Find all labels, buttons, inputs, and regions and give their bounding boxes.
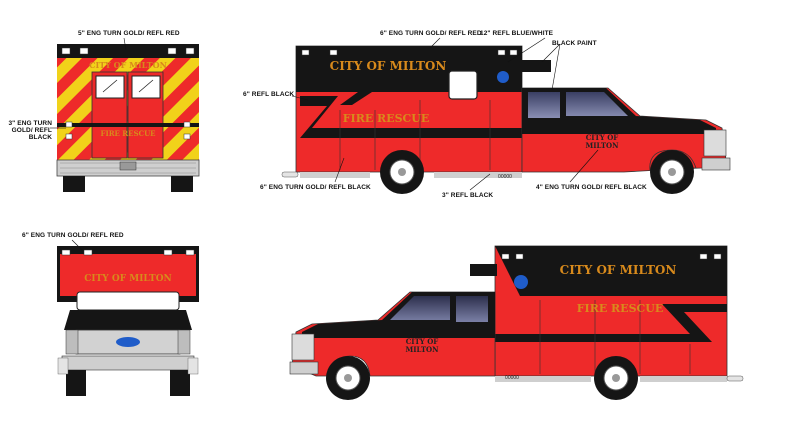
side-view-left: CITY OF MILTON FIRE RESCUE CITY OF MILTO…: [289, 245, 744, 400]
box-black-paint-left: [495, 246, 727, 296]
rear-division-lettering: FIRE RESCUE: [100, 129, 155, 138]
door-lettering-line2: MILTON: [585, 141, 619, 150]
callout-side-left: 6" REFL BLACK: [243, 91, 295, 98]
rear-tire-right: [171, 176, 193, 192]
box-z-stripe-left: [495, 304, 727, 342]
callout-side-bottom-left: 6" ENG TURN GOLD/ REFL BLACK: [260, 184, 371, 191]
callout-side-top: 6" ENG TURN GOLD/ REFL RED: [380, 30, 482, 37]
rear-view: CITY OF MILTON FIRE RESCUE: [56, 44, 200, 192]
door-lettering-line1-left: CITY OF: [406, 337, 439, 346]
front-hood: [64, 310, 192, 330]
callout-side-paint: BLACK PAINT: [552, 40, 597, 47]
front-bumper: [61, 355, 195, 371]
callout-side-light: 12" REFL BLUE/WHITE: [480, 30, 554, 37]
side-city-lettering-left: CITY OF MILTON: [560, 263, 677, 277]
star-of-life-icon-left: [514, 275, 528, 289]
roof-light-bar-left: [470, 264, 497, 276]
door-lettering-line1: CITY OF: [586, 133, 619, 142]
roof-light-bar: [521, 60, 551, 72]
front-view: CITY OF MILTON: [57, 239, 199, 396]
star-of-life-icon: [497, 71, 509, 83]
side-division-lettering-left: FIRE RESCUE: [577, 302, 664, 315]
front-city-lettering: CITY OF MILTON: [84, 274, 172, 284]
rear-window-left: [95, 75, 125, 99]
rear-tire-left: [63, 176, 85, 192]
side-division-lettering: FIRE RESCUE: [343, 112, 430, 125]
callout-front-top: 6" ENG TURN GOLD/ REFL RED: [22, 232, 124, 239]
callout-rear-side: 3" ENG TURN GOLD/ REFL BLACK: [8, 120, 52, 141]
callout-rear-top: 5" ENG TURN GOLD/ REFL RED: [78, 30, 180, 37]
rear-city-lettering: CITY OF MILTON: [89, 60, 167, 70]
cab-windows-left: [390, 296, 488, 322]
side-city-lettering: CITY OF MILTON: [330, 59, 447, 73]
rear-roof: [57, 44, 199, 59]
side-unit-number-left: 00000: [505, 375, 519, 381]
side-view-right: CITY OF MILTON FIRE RESCUE CITY OF MILTO…: [281, 37, 731, 194]
callout-side-bottom-mid: 3" REFL BLACK: [442, 192, 494, 199]
box-z-stripe: [300, 96, 522, 138]
door-lettering-line2-left: MILTON: [405, 345, 439, 354]
cab-windows: [528, 92, 628, 118]
side-window: [448, 70, 478, 100]
rear-stripe-black: [57, 123, 199, 127]
windshield: [76, 291, 180, 311]
rear-window-right: [131, 75, 161, 99]
side-unit-number: 00000: [498, 174, 512, 180]
callout-side-bottom-right: 4" ENG TURN GOLD/ REFL BLACK: [536, 184, 647, 191]
